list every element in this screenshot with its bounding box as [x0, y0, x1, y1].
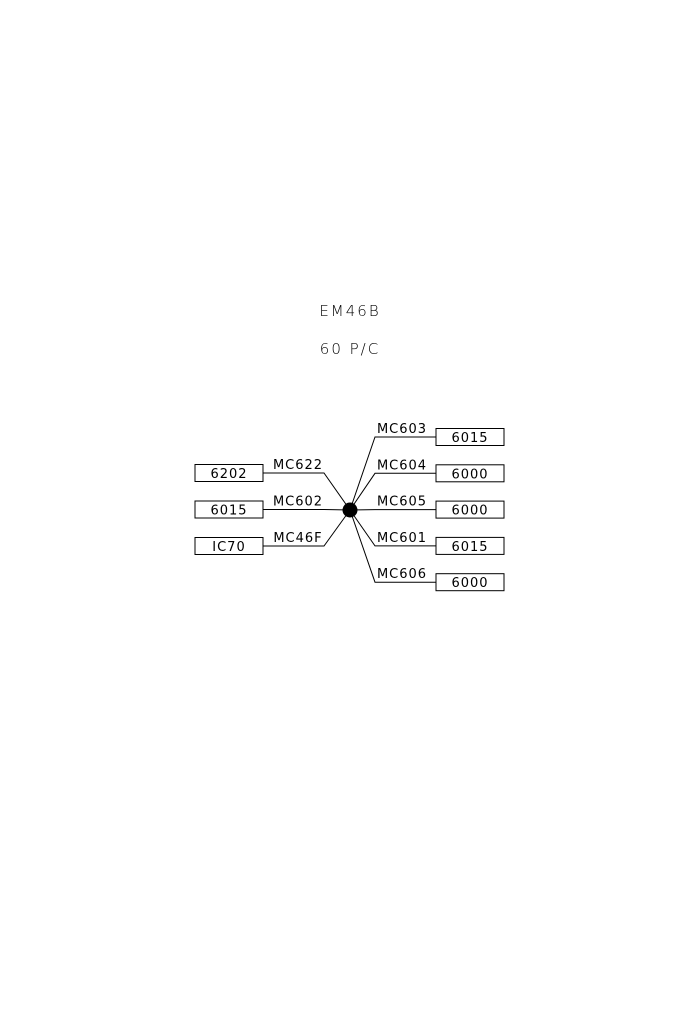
wire-label: MC46F [273, 531, 322, 546]
wire-line [349, 436, 436, 511]
wire-label: MC606 [377, 567, 427, 582]
wire-label: MC605 [377, 495, 427, 510]
terminal-label: 6015 [210, 504, 247, 519]
terminal-label: 6202 [210, 467, 247, 482]
terminal-box [435, 464, 505, 483]
terminal-box [435, 428, 505, 446]
terminal-label: 6000 [451, 576, 488, 591]
wire-line [263, 472, 351, 511]
right-connection: 6000 MC606 [349, 509, 505, 592]
terminal-box [435, 573, 505, 592]
terminal-label: 6000 [451, 504, 488, 519]
terminal-label: 6015 [451, 431, 488, 446]
right-connection: 6015 MC601 [349, 509, 505, 555]
wire-line [349, 472, 436, 511]
wire-line [263, 509, 351, 511]
wire-line [349, 509, 436, 547]
wire-line [263, 509, 351, 547]
diagram-subtitle: 60 P/C [320, 340, 380, 358]
terminal-box [194, 537, 264, 555]
wire-label: MC604 [377, 458, 427, 473]
terminal-box [435, 536, 505, 555]
terminal-box [194, 500, 264, 519]
right-connection: 6000 MC605 [349, 495, 505, 519]
splice-node [342, 502, 358, 518]
left-connection: 6015 MC602 [194, 495, 351, 519]
wire-label: MC603 [377, 422, 427, 437]
wire-label: MC622 [273, 458, 323, 473]
terminal-box [194, 464, 264, 482]
terminal-label: IC70 [212, 540, 245, 555]
terminal-box [435, 500, 505, 519]
diagram-title: EM46B [319, 302, 380, 320]
left-connection: 6202 MC622 [194, 458, 351, 511]
right-connection: 6000 MC604 [349, 458, 505, 511]
wire-label: MC601 [377, 531, 427, 546]
wire-label: MC602 [273, 495, 323, 510]
terminal-label: 6015 [451, 540, 488, 555]
right-connection: 6015 MC603 [349, 422, 505, 511]
left-connection: IC70 MC46F [194, 509, 351, 555]
wire-line [349, 509, 436, 583]
terminal-label: 6000 [451, 467, 488, 482]
